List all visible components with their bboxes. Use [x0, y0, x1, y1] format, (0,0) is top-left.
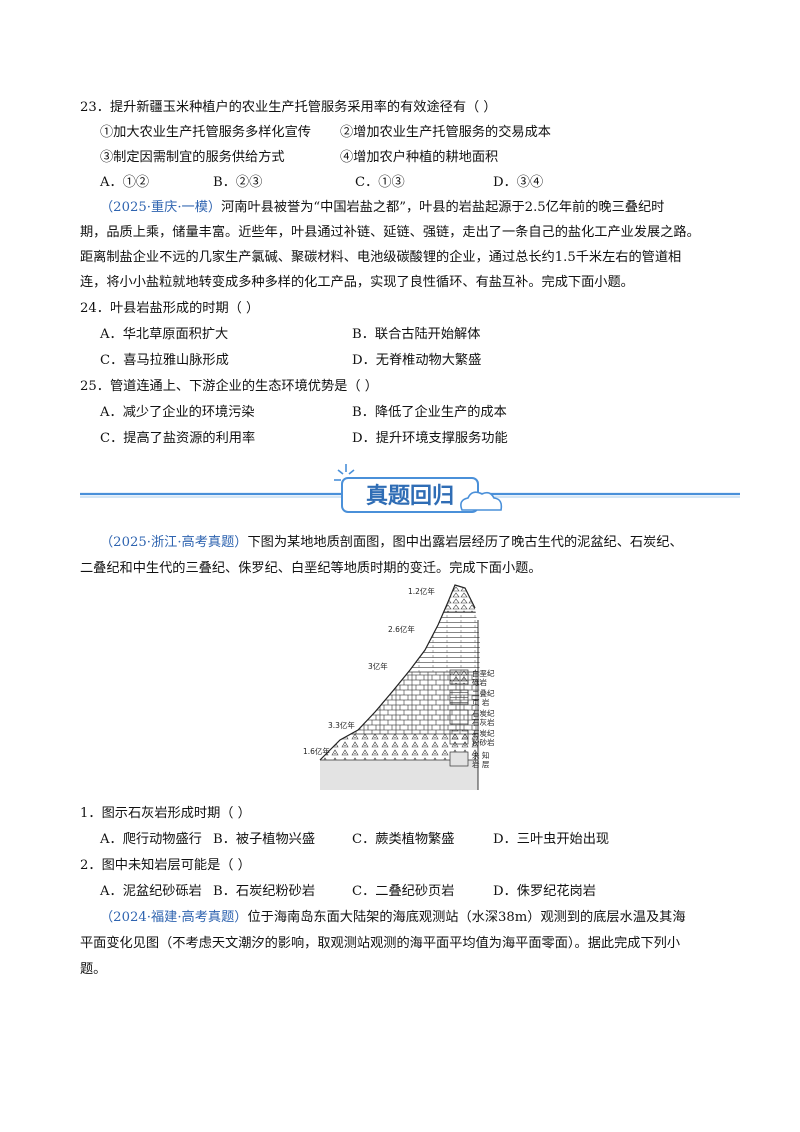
q25-option-b[interactable]: B．降低了企业生产的成本	[352, 405, 507, 420]
age-label: 3亿年	[368, 661, 388, 671]
svg-text:砾岩: 砾岩	[472, 677, 487, 687]
q23-option-a[interactable]: A．①②	[100, 175, 150, 190]
passage3-line-1: （2024·福建·高考真题）位于海南岛东面大陆架的海底观测站（水深38m）观测到…	[100, 910, 686, 925]
svg-text:石灰岩: 石灰岩	[472, 717, 495, 727]
age-label: 2.6亿年	[388, 624, 415, 634]
passage3-line-3: 题。	[80, 962, 107, 977]
passage2-line-1: （2025·浙江·高考真题）下图为某地地质剖面图，图中出露岩层经历了晚古生代的泥…	[100, 535, 683, 550]
q2-option-d[interactable]: D．侏罗纪花岗岩	[493, 884, 596, 899]
svg-text:二叠纪: 二叠纪	[472, 688, 495, 698]
geologic-section-figure: 1.2亿年 2.6亿年 3亿年 3.3亿年 1.6亿年 白垩纪 砾岩 二叠纪 页…	[300, 580, 520, 795]
q23-item-1: ①加大农业生产托管服务多样化宣传	[100, 125, 311, 140]
svg-text:粉砂岩: 粉砂岩	[472, 737, 495, 747]
svg-text:石炭纪: 石炭纪	[472, 708, 495, 718]
q2-option-c[interactable]: C．二叠纪砂页岩	[352, 884, 455, 899]
figure-legend: 白垩纪 砾岩 二叠纪 页 岩 石炭纪 石灰岩 石炭纪 粉砂岩 未 知 岩 层	[449, 668, 495, 769]
svg-text:岩 层: 岩 层	[472, 759, 490, 769]
q25-option-d[interactable]: D．提升环境支撑服务功能	[352, 431, 508, 446]
age-label: 1.6亿年	[303, 746, 330, 756]
cloud-icon	[460, 491, 503, 511]
passage3-line-2: 平面变化见图（不考虑天文潮汐的影响，取观测站观测的海平面平均值为海平面零面）。据…	[80, 936, 681, 951]
passage2-source: （2025·浙江·高考真题）	[100, 535, 248, 550]
passage1-line-1: （2025·重庆·一模）河南叶县被誉为“中国岩盐之都”，叶县的岩盐起源于2.5亿…	[100, 200, 665, 215]
svg-text:页 岩: 页 岩	[472, 697, 490, 707]
passage1-line-4: 连，将小小盐粒就地转变成多种多样的化工产品，实现了良性循环、有盐互补。完成下面小…	[80, 275, 634, 290]
passage2-line-2: 二叠纪和中生代的三叠纪、侏罗纪、白垩纪等地质时期的变迁。完成下面小题。	[80, 561, 542, 576]
q23-option-c[interactable]: C．①③	[355, 175, 405, 190]
sparkle-icon	[334, 464, 355, 481]
age-label: 3.3亿年	[328, 720, 355, 730]
q25-stem: 25．管道连通上、下游企业的生态环境优势是（ ）	[80, 379, 378, 394]
q24-stem: 24．叶县岩盐形成的时期（ ）	[80, 301, 260, 316]
passage1-line-3: 距离制盐企业不远的几家生产氯碱、聚碳材料、电池级碳酸锂的企业，通过总长约1.5千…	[80, 250, 682, 265]
svg-text:未 知: 未 知	[472, 750, 489, 760]
passage3-source: （2024·福建·高考真题）	[100, 910, 248, 925]
q2-option-a[interactable]: A．泥盆纪砂砾岩	[100, 884, 202, 899]
age-label: 1.2亿年	[408, 586, 435, 596]
svg-text:石炭纪: 石炭纪	[472, 728, 495, 738]
passage1-line-2: 期，品质上乘，储量丰富。近些年，叶县通过补链、延链、强链，走出了一条自己的盐化工…	[80, 225, 700, 240]
q1-option-d[interactable]: D．三叶虫开始出现	[493, 832, 610, 847]
section-banner: 真题回归	[80, 458, 740, 522]
passage1-source: （2025·重庆·一模）	[100, 200, 222, 215]
q25-option-c[interactable]: C．提高了盐资源的利用率	[100, 431, 256, 446]
svg-text:白垩纪: 白垩纪	[472, 668, 495, 678]
q2-option-b[interactable]: B．石炭纪粉砂岩	[213, 884, 316, 899]
q25-option-a[interactable]: A．减少了企业的环境污染	[100, 405, 255, 420]
q23-item-3: ③制定因需制宜的服务供给方式	[100, 150, 285, 165]
banner-title: 真题回归	[366, 483, 454, 509]
q24-option-c[interactable]: C．喜马拉雅山脉形成	[100, 353, 229, 368]
q23-option-d[interactable]: D．③④	[493, 175, 544, 190]
q23-option-b[interactable]: B．②③	[213, 175, 263, 190]
q24-option-b[interactable]: B．联合古陆开始解体	[352, 327, 481, 342]
q1-option-b[interactable]: B．被子植物兴盛	[213, 832, 316, 847]
q1-option-c[interactable]: C．蕨类植物繁盛	[352, 832, 455, 847]
q1-option-a[interactable]: A．爬行动物盛行	[100, 832, 202, 847]
q23-item-2: ②增加农业生产托管服务的交易成本	[340, 125, 551, 140]
q2-stem: 2．图中未知岩层可能是（ ）	[80, 858, 251, 873]
q24-option-a[interactable]: A．华北草原面积扩大	[100, 327, 229, 342]
q23-item-4: ④增加农户种植的耕地面积	[340, 150, 499, 165]
q24-option-d[interactable]: D．无脊椎动物大繁盛	[352, 353, 482, 368]
q23-stem: 23．提升新疆玉米种植户的农业生产托管服务采用率的有效途径有（ ）	[80, 100, 497, 115]
q1-stem: 1．图示石灰岩形成时期（ ）	[80, 806, 251, 821]
